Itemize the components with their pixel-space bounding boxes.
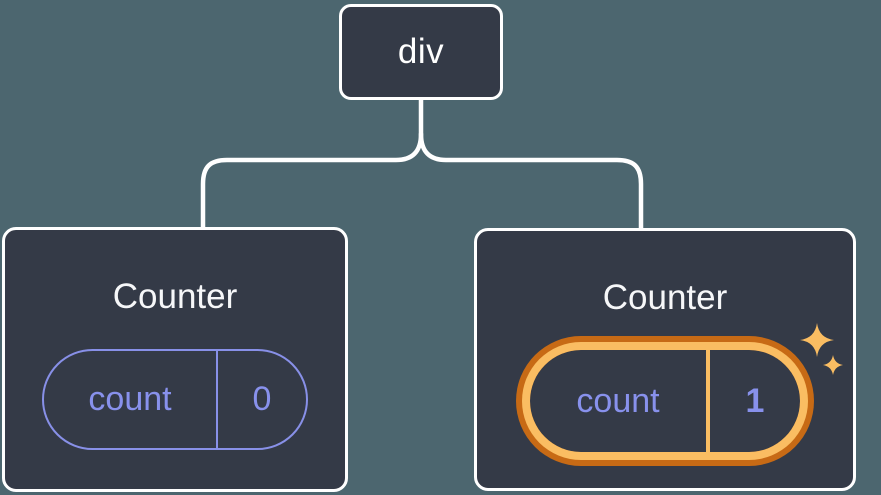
state-name: count [88, 380, 172, 418]
connector-stem-left-branch [200, 96, 424, 231]
counter-title: Counter [112, 277, 238, 316]
counter-title: Counter [602, 278, 728, 317]
connector-right-branch [418, 131, 644, 231]
pill-divider [216, 351, 218, 448]
counter-card-left: Counter count 0 [2, 227, 348, 492]
root-node-div: div [339, 4, 503, 100]
counter-card-right: Counter count 1 [474, 228, 856, 491]
root-node-label: div [397, 32, 445, 71]
state-name: count [576, 381, 660, 420]
state-value: 1 [745, 381, 765, 420]
state-pill-highlighted: count 1 [530, 350, 800, 452]
state-value: 0 [252, 380, 272, 418]
state-pill: count 0 [42, 349, 308, 450]
pill-divider [706, 350, 710, 452]
